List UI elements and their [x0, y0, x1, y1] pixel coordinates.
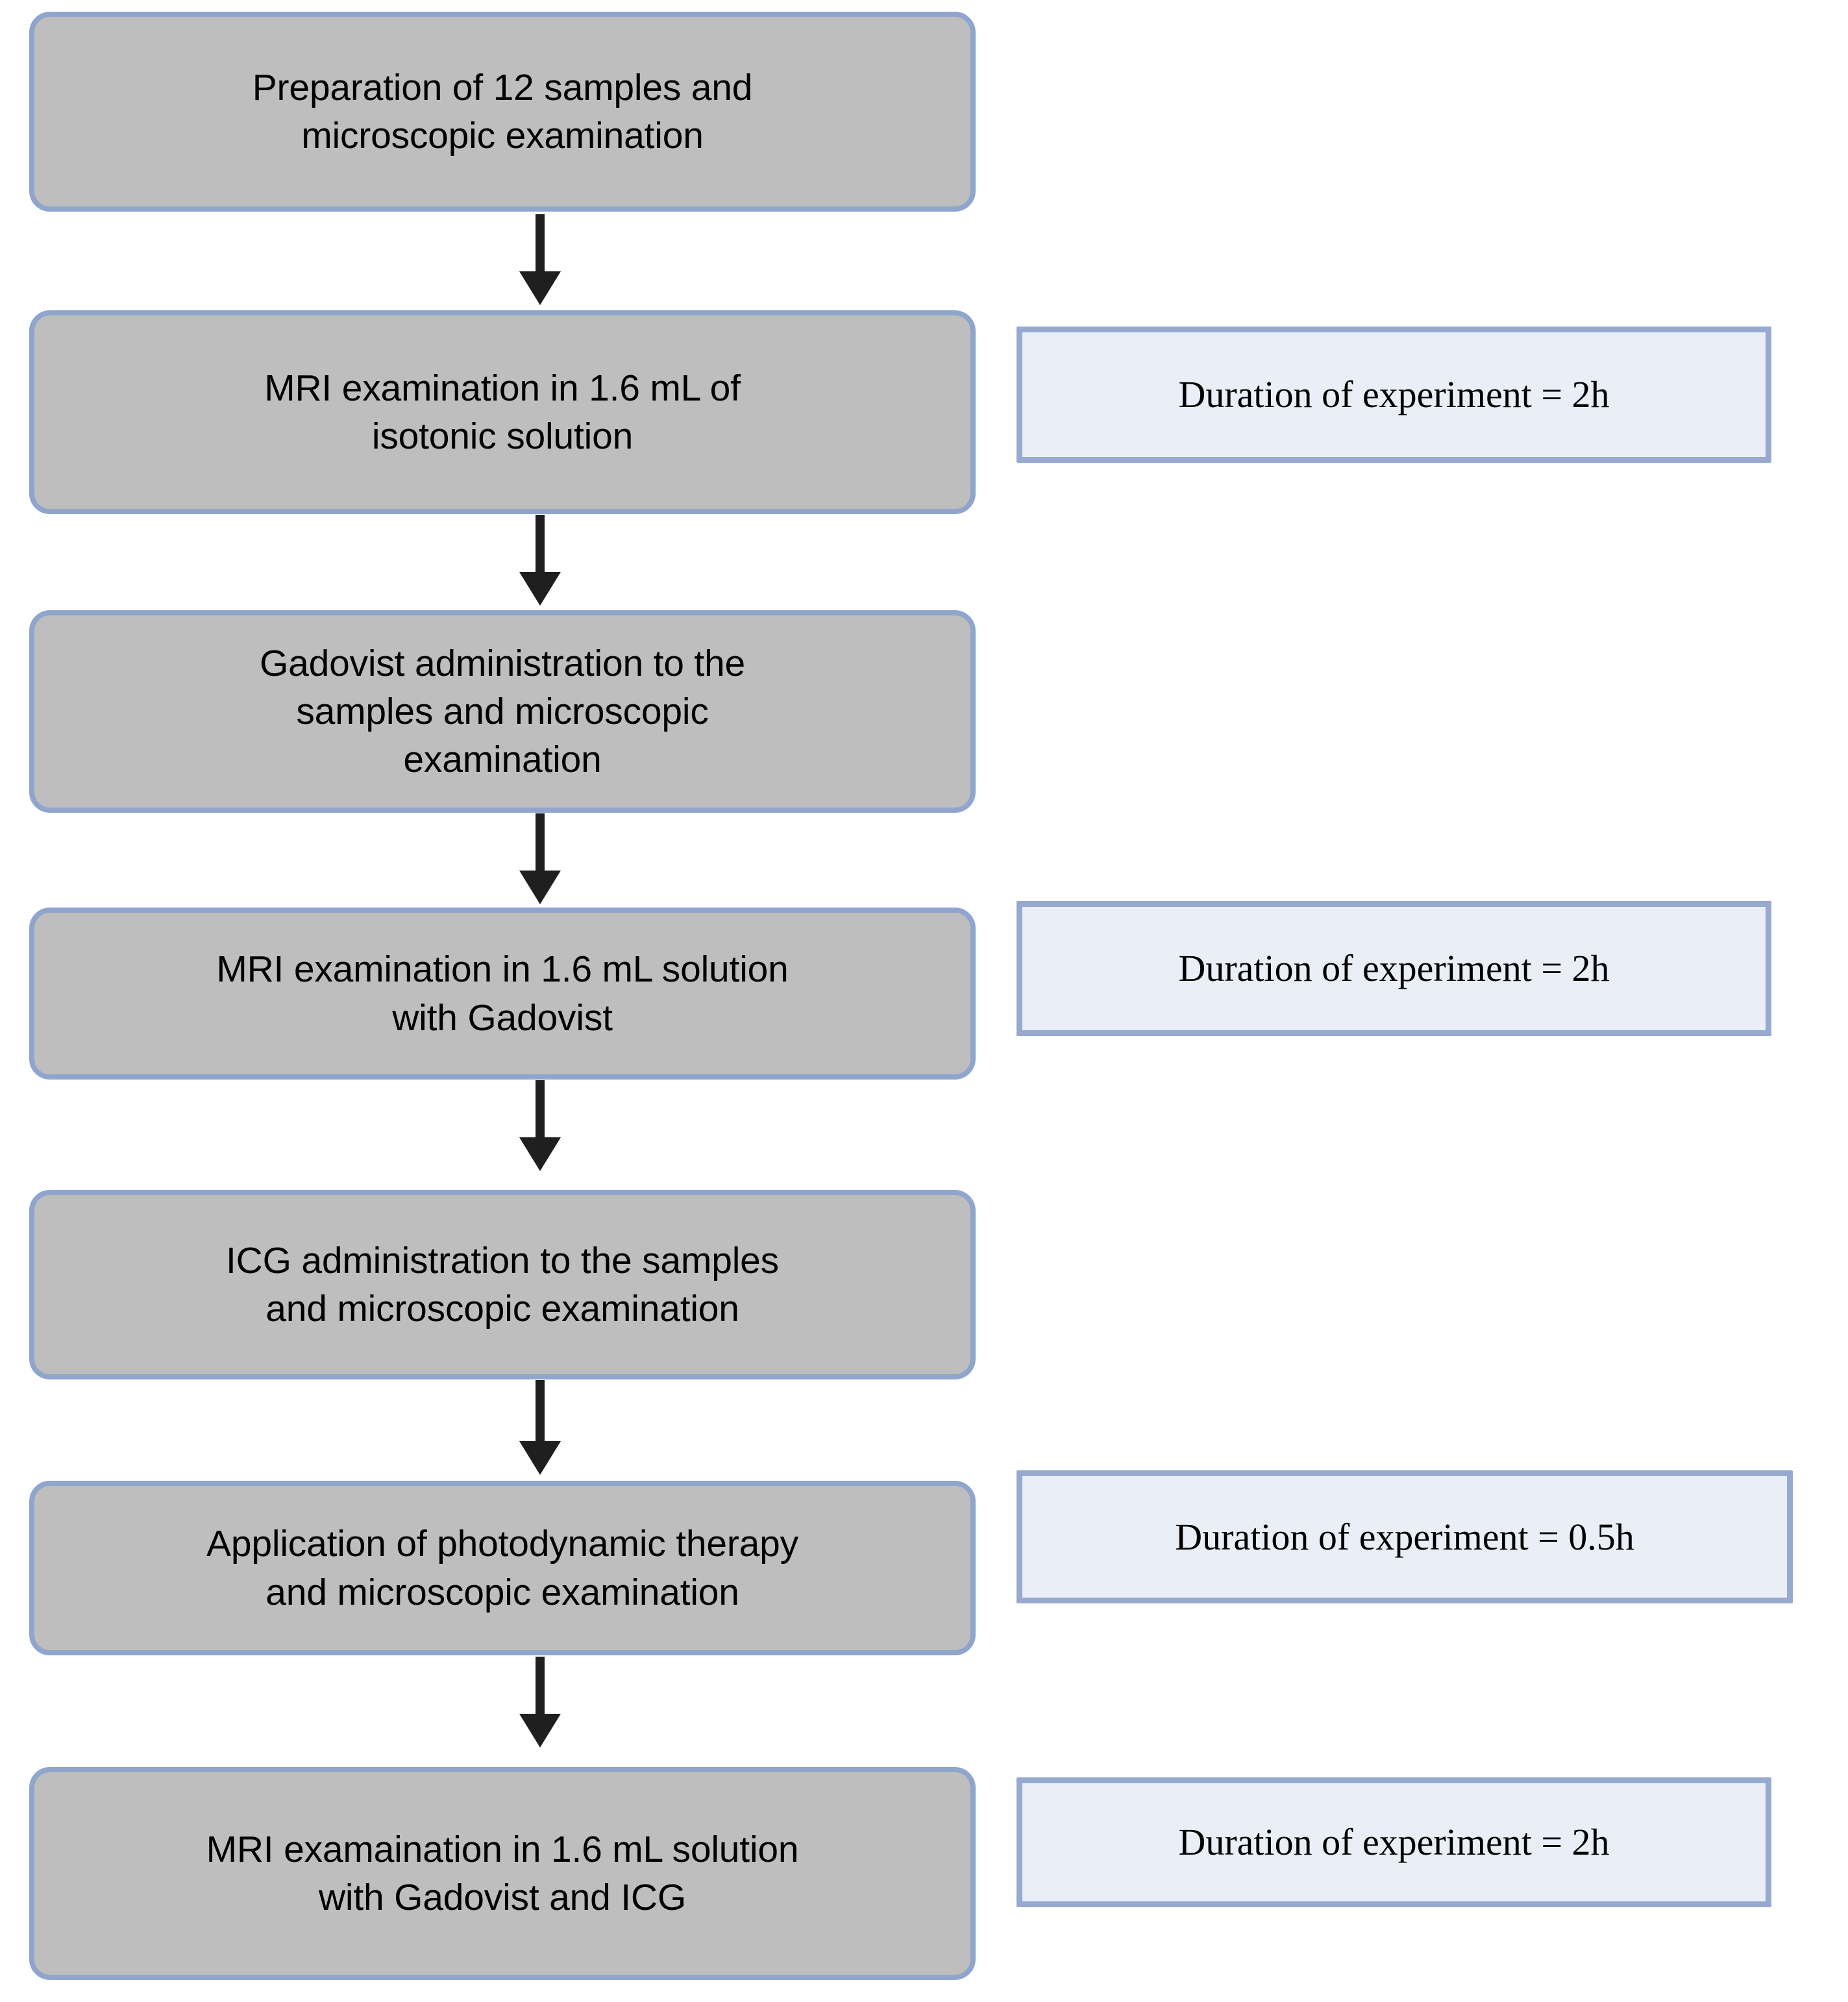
process-box-step-7[interactable]: MRI examaination in 1.6 mL solution with…: [29, 1767, 976, 1980]
note-label-step-7: Duration of experiment = 2h: [1178, 1821, 1610, 1864]
note-box-step-2[interactable]: Duration of experiment = 2h: [1016, 327, 1771, 463]
down-arrow-icon-6: [510, 1657, 570, 1749]
process-box-step-1[interactable]: Preparation of 12 samples and microscopi…: [29, 12, 976, 212]
note-box-step-7[interactable]: Duration of experiment = 2h: [1016, 1777, 1771, 1907]
down-arrow-icon-4: [510, 1080, 570, 1172]
process-label-step-7: MRI examaination in 1.6 mL solution with…: [206, 1828, 799, 1918]
process-label-step-4: MRI examination in 1.6 mL solution with …: [216, 948, 789, 1039]
process-box-step-4[interactable]: MRI examination in 1.6 mL solution with …: [29, 908, 976, 1080]
down-arrow-icon-2: [510, 515, 570, 607]
process-box-step-2[interactable]: MRI examination in 1.6 mL of isotonic so…: [29, 310, 976, 514]
process-label-step-6: Application of photodynamic therapy and …: [206, 1523, 798, 1613]
down-arrow-icon-5: [510, 1380, 570, 1476]
process-label-step-2: MRI examination in 1.6 mL of isotonic so…: [264, 367, 741, 457]
note-label-step-2: Duration of experiment = 2h: [1178, 373, 1610, 416]
note-box-step-6[interactable]: Duration of experiment = 0.5h: [1016, 1470, 1793, 1603]
process-box-step-6[interactable]: Application of photodynamic therapy and …: [29, 1481, 976, 1655]
note-box-step-4[interactable]: Duration of experiment = 2h: [1016, 901, 1771, 1036]
note-label-step-6: Duration of experiment = 0.5h: [1175, 1515, 1634, 1558]
down-arrow-icon-1: [510, 214, 570, 306]
process-label-step-5: ICG administration to the samples and mi…: [226, 1239, 779, 1329]
down-arrow-icon-3: [510, 813, 570, 906]
process-box-step-5[interactable]: ICG administration to the samples and mi…: [29, 1190, 976, 1379]
process-label-step-3: Gadovist administration to the samples a…: [259, 642, 746, 781]
note-label-step-4: Duration of experiment = 2h: [1178, 947, 1610, 990]
process-label-step-1: Preparation of 12 samples and microscopi…: [252, 66, 753, 156]
process-box-step-3[interactable]: Gadovist administration to the samples a…: [29, 610, 976, 813]
